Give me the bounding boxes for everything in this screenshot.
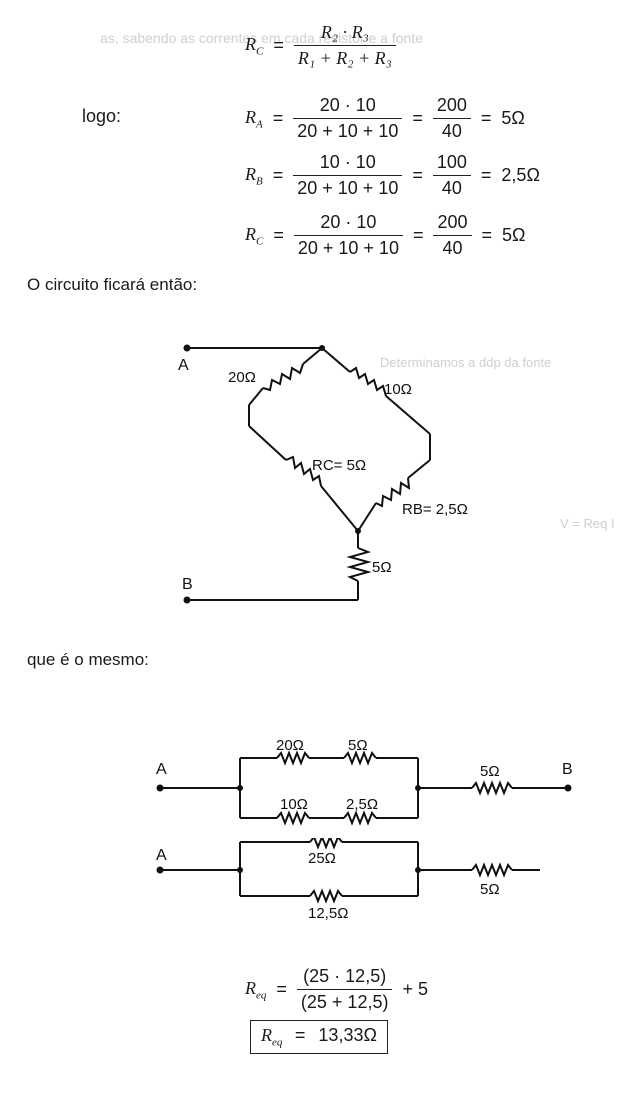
circuit1-node-a-label: A — [178, 357, 189, 374]
result-lhs: RA — [245, 106, 263, 131]
node-b-terminal — [183, 596, 191, 604]
result-simplified-numerator: 100 — [432, 152, 471, 176]
equals-sign: = — [480, 165, 492, 185]
result-denominator: 20 + 10 + 10 — [297, 178, 399, 198]
circuit2-left-junction — [237, 785, 243, 791]
circuit3-bot-r-label: 12,5Ω — [308, 905, 348, 922]
circuit2-node-a-label: A — [156, 761, 167, 778]
bleed-through-text-1: as, sabendo as correntes em cada resisto… — [100, 30, 423, 46]
final-formula-plus: + 5 — [402, 979, 428, 999]
equals-sign: = — [273, 35, 284, 55]
circuit2-bot-r2-label: 2,5Ω — [346, 796, 378, 813]
result-lhs: RB — [245, 163, 263, 188]
circuit-intro-text: O circuito ficará então: — [27, 275, 198, 294]
same-intro-text: que é o mesmo: — [27, 650, 149, 669]
final-answer-value: 13,33Ω — [318, 1025, 377, 1045]
result-simplified-denominator: 40 — [441, 178, 462, 198]
circuit2-top-r2-label: 5Ω — [348, 737, 368, 754]
circuit1-rc-label: RC= 5Ω — [312, 457, 366, 474]
equals-sign: = — [412, 225, 424, 245]
parallel-circuit-diagram: A B 20Ω 5Ω 10Ω 2,5Ω 5Ω — [156, 737, 573, 826]
equals-sign: = — [272, 165, 284, 185]
bottom-junction — [355, 528, 361, 534]
result-simplified-numerator: 200 — [432, 95, 471, 119]
equals-sign: = — [412, 165, 423, 185]
final-formula-numerator: (25 · 12,5) — [296, 966, 393, 990]
circuit3-node-a-label: A — [156, 847, 167, 864]
bridge-circuit-diagram: A B 20Ω 10Ω RC= 5Ω RB= 2,5Ω 5Ω — [178, 344, 468, 604]
circuit3-left-junction — [237, 867, 243, 873]
circuit2-node-a-terminal — [156, 784, 164, 792]
final-answer-box: Req = 13,33Ω — [250, 1020, 388, 1054]
final-formula-fraction: (25 · 12,5) (25 + 12,5) — [296, 966, 393, 1013]
formula-rc-general: RC = R₂ · R₃ R₁ + R₂ + R₃ — [245, 22, 396, 69]
equals-sign: = — [481, 225, 493, 245]
result-simplified-denominator: 40 — [441, 121, 462, 141]
result-lhs: RC — [245, 223, 264, 248]
result-value: 5Ω — [501, 108, 525, 128]
circuit2-top-r1-label: 20Ω — [276, 737, 304, 754]
final-formula: Req = (25 · 12,5) (25 + 12,5) + 5 — [245, 966, 428, 1013]
formula-denominator: R₁ + R₂ + R₃ — [297, 48, 392, 68]
result-value: 5Ω — [502, 225, 526, 245]
final-answer-lhs: Req — [261, 1025, 283, 1049]
bleed-through-text-2: Determinamos a ddp da fonte — [380, 355, 552, 370]
circuit3-right-junction — [415, 867, 421, 873]
equals-sign: = — [273, 225, 284, 245]
circuit2-right-junction — [415, 785, 421, 791]
circuit2-series-r-label: 5Ω — [480, 763, 500, 780]
result-numerator: 20 · 10 — [293, 95, 403, 119]
result-denominator: 20 + 10 + 10 — [297, 238, 399, 258]
formula-fraction: R₂ · R₃ R₁ + R₂ + R₃ — [293, 22, 396, 69]
node-a-terminal — [183, 344, 191, 352]
circuit2-bot-r1-label: 10Ω — [280, 796, 308, 813]
result-denominator: 20 + 10 + 10 — [297, 121, 399, 141]
result-simplified-numerator: 200 — [433, 212, 472, 236]
equals-sign: = — [272, 108, 284, 128]
simplified-circuit-diagram: A 25Ω 12,5Ω 5Ω — [156, 838, 540, 922]
formula-numerator: R₂ · R₃ — [293, 22, 396, 46]
equals-sign: = — [276, 979, 287, 999]
circuit1-r20-label: 20Ω — [228, 369, 256, 386]
circuit1-rb-label: RB= 2,5Ω — [402, 501, 468, 518]
final-formula-lhs: Req — [245, 977, 267, 1002]
circuit2-node-b-terminal — [564, 784, 572, 792]
circuit1-r10-label: 10Ω — [384, 381, 412, 398]
top-junction — [319, 345, 325, 351]
final-formula-denominator: (25 + 12,5) — [300, 992, 389, 1012]
circuit2-node-b-label: B — [562, 761, 573, 778]
equals-sign: = — [294, 1025, 306, 1045]
logo-label: logo: — [82, 106, 122, 126]
circuit3-series-r-label: 5Ω — [480, 881, 500, 898]
result-numerator: 20 · 10 — [293, 212, 403, 236]
result-numerator: 10 · 10 — [293, 152, 403, 176]
equals-sign: = — [480, 108, 492, 128]
result-value: 2,5Ω — [501, 165, 540, 185]
equals-sign: = — [412, 108, 423, 128]
formula-lhs: RC — [245, 33, 264, 58]
circuit1-r5-label: 5Ω — [372, 559, 392, 576]
bleed-through-text-3: V = Req I — [560, 516, 615, 531]
circuit3-node-a-terminal — [156, 866, 164, 874]
result-simplified-denominator: 40 — [442, 238, 463, 258]
circuit3-top-r-label: 25Ω — [308, 850, 336, 867]
circuit1-node-b-label: B — [182, 576, 193, 593]
